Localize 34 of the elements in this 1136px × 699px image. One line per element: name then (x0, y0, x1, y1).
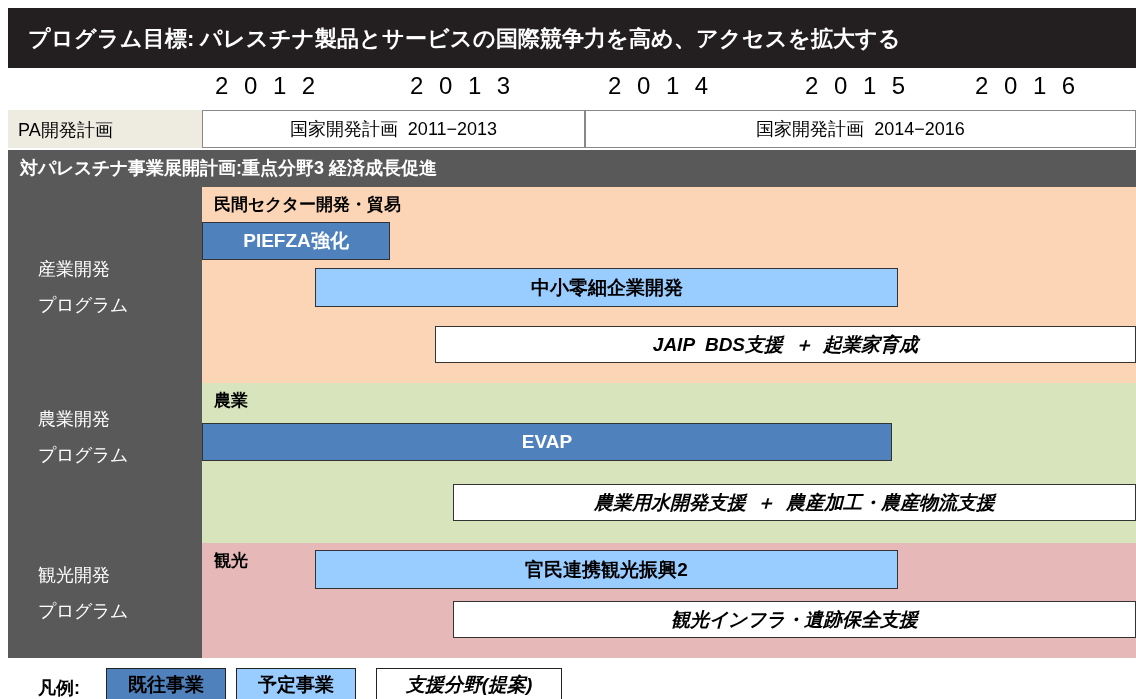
year-label: 2013 (410, 72, 526, 100)
year-label: 2014 (608, 72, 724, 100)
area-band (202, 383, 1136, 543)
year-label: 2015 (805, 72, 921, 100)
legend-swatch: 既往事業 (106, 668, 226, 699)
proposed-area-bar: 観光インフラ・遺跡保全支援 (453, 601, 1136, 638)
year-label: 2016 (975, 72, 1091, 100)
program-label: 観光開発 (38, 564, 110, 587)
program-label: 産業開発 (38, 258, 110, 281)
planned-project-bar: 中小零細企業開発 (315, 268, 898, 307)
proposed-area-bar: JAIP BDS支援 ＋ 起業家育成 (435, 326, 1136, 363)
section-panel (8, 150, 1136, 658)
past-project-bar: EVAP (202, 423, 892, 461)
planned-project-bar: 官民連携観光振興2 (315, 550, 898, 589)
area-heading: 農業 (214, 390, 248, 412)
legend-title: 凡例: (38, 677, 80, 699)
year-label: 2012 (215, 72, 331, 100)
program-label: プログラム (38, 600, 128, 623)
area-band (202, 543, 1136, 658)
area-heading: 民間セクター開発・貿易 (214, 194, 401, 216)
program-label: プログラム (38, 294, 128, 317)
row-label: PA開発計画 (18, 119, 113, 142)
plan-cell: 国家開発計画 2011−2013 (202, 110, 585, 148)
program-label: プログラム (38, 444, 128, 467)
past-project-bar: PIEFZA強化 (202, 222, 390, 260)
title-text: プログラム目標: パレスチナ製品とサービスの国際競争力を高め、アクセスを拡大する (28, 25, 902, 53)
plan-cell: 国家開発計画 2014−2016 (585, 110, 1136, 148)
proposed-area-bar: 農業用水開発支援 ＋ 農産加工・農産物流支援 (453, 484, 1136, 521)
program-label: 農業開発 (38, 408, 110, 431)
area-heading: 観光 (214, 550, 248, 572)
area-band (202, 187, 1136, 383)
section-heading: 対パレスチナ事業展開計画:重点分野3 経済成長促進 (20, 157, 437, 180)
legend-swatch: 予定事業 (236, 668, 356, 699)
legend-swatch: 支援分野(提案) (376, 668, 562, 699)
